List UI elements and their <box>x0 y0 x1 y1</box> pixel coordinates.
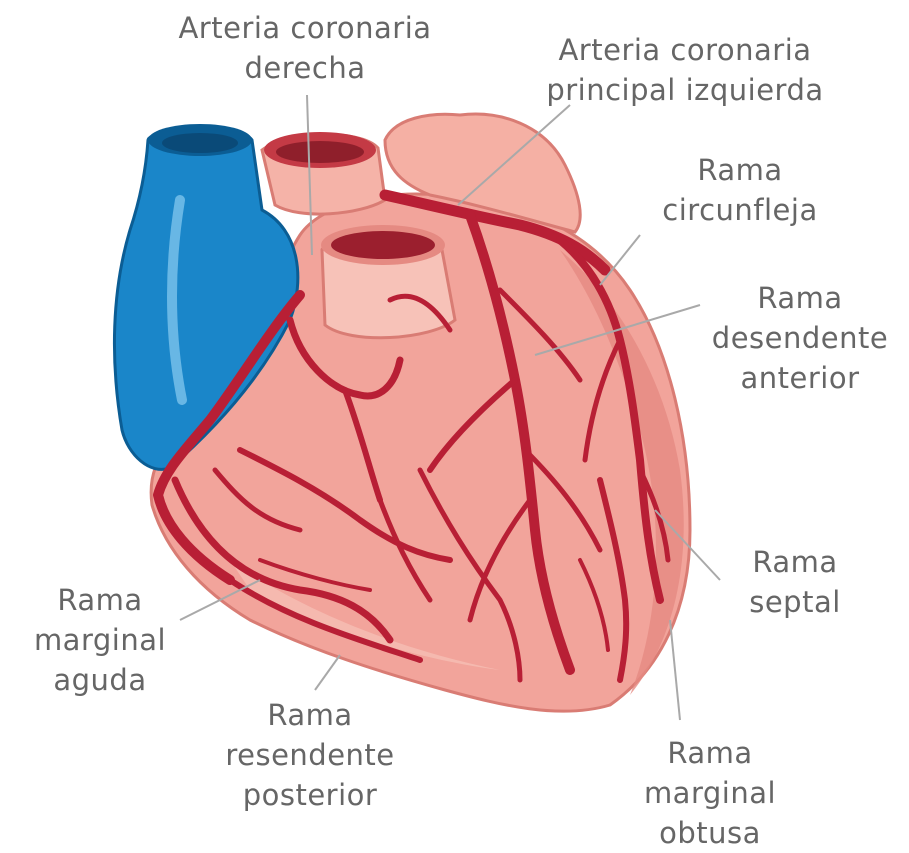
label-line: marginal <box>625 773 795 813</box>
label-posterior-descending-branch: Rama resendente posterior <box>205 695 415 815</box>
label-lad-branch: Rama desendente anterior <box>695 278 905 398</box>
label-septal-branch: Rama septal <box>720 542 870 622</box>
leader-posterior-descending <box>315 655 340 690</box>
label-line: Rama <box>15 580 185 620</box>
label-line: septal <box>720 582 870 622</box>
label-circumflex-branch: Rama circunfleja <box>640 150 840 230</box>
label-line: Arteria coronaria <box>155 8 455 48</box>
label-line: Rama <box>205 695 415 735</box>
label-left-main-coronary-artery: Arteria coronaria principal izquierda <box>520 30 850 110</box>
leader-obtuse-marginal <box>670 620 680 720</box>
aorta-opening <box>331 231 435 259</box>
label-line: anterior <box>695 358 905 398</box>
label-acute-marginal-branch: Rama marginal aguda <box>15 580 185 700</box>
vena-cava-inner <box>162 133 238 153</box>
label-line: desendente <box>695 318 905 358</box>
label-line: circunfleja <box>640 190 840 230</box>
label-right-coronary-artery: Arteria coronaria derecha <box>155 8 455 88</box>
pulmonary-inner <box>276 141 364 163</box>
label-line: aguda <box>15 660 185 700</box>
label-line: Rama <box>625 733 795 773</box>
label-line: Rama <box>720 542 870 582</box>
label-line: Rama <box>695 278 905 318</box>
label-line: principal izquierda <box>520 70 850 110</box>
label-obtuse-marginal-branch: Rama marginal obtusa <box>625 733 795 853</box>
label-line: derecha <box>155 48 455 88</box>
label-line: Rama <box>640 150 840 190</box>
label-line: obtusa <box>625 813 795 853</box>
label-line: posterior <box>205 775 415 815</box>
label-line: marginal <box>15 620 185 660</box>
label-line: resendente <box>205 735 415 775</box>
label-line: Arteria coronaria <box>520 30 850 70</box>
